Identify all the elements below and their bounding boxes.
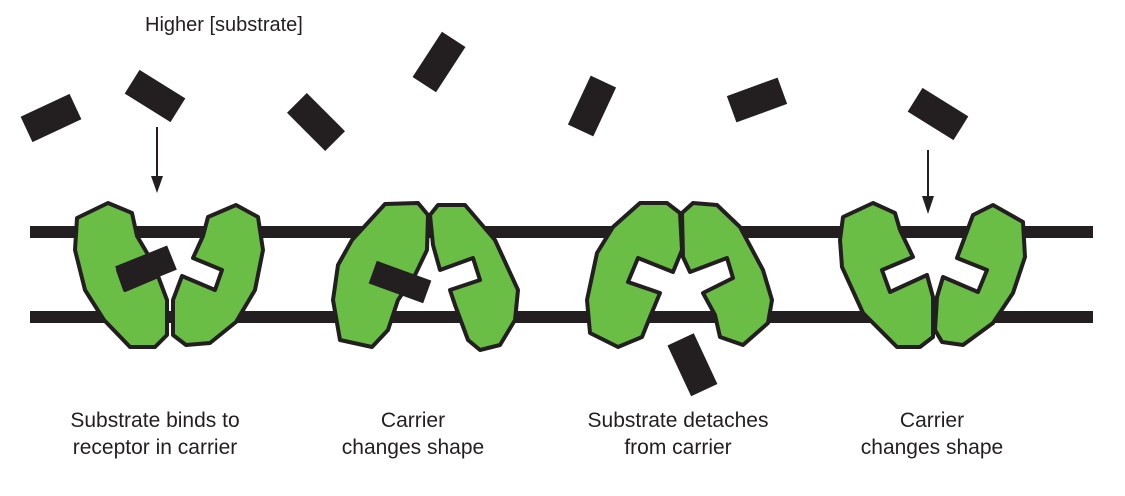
- step-label-1: Substrate binds to receptor in carrier: [25, 407, 285, 461]
- step-label-2: Carrier changes shape: [283, 407, 543, 461]
- substrate-released: [667, 333, 718, 397]
- substrate-free: [287, 93, 345, 151]
- step-label-3: Substrate detaches from carrier: [548, 407, 808, 461]
- arrow-down-icon: [151, 127, 163, 193]
- substrate-free: [124, 69, 186, 123]
- step-label-line: Substrate binds to: [70, 409, 240, 432]
- membrane-top-line: [30, 226, 1093, 238]
- step-label-4: Carrier changes shape: [802, 407, 1062, 461]
- substrate-in-carrier: [368, 260, 432, 304]
- carrier-open-outside-2: [838, 201, 1027, 349]
- substrate-free: [20, 93, 82, 143]
- membrane-bottom-line: [30, 311, 1093, 323]
- substrate-free: [412, 31, 466, 93]
- carrier-closed-with-substrate: [331, 201, 520, 352]
- step-label-line: from carrier: [624, 436, 732, 459]
- substrate-free: [567, 75, 617, 137]
- step-label-line: receptor in carrier: [72, 436, 238, 459]
- arrow-down-icon: [922, 150, 934, 214]
- substrate-free: [726, 77, 788, 123]
- substrate-free: [907, 87, 969, 141]
- step-label-line: Carrier: [899, 409, 965, 432]
- step-label-line: changes shape: [341, 436, 485, 459]
- carrier-open-inside: [585, 201, 774, 349]
- substrate-bound: [115, 245, 177, 291]
- step-label-line: changes shape: [860, 436, 1004, 459]
- step-label-line: Substrate detaches: [587, 409, 769, 432]
- carrier-open-outside-1: [73, 201, 265, 349]
- step-label-line: Carrier: [380, 409, 446, 432]
- higher-substrate-label: Higher [substrate]: [145, 14, 303, 36]
